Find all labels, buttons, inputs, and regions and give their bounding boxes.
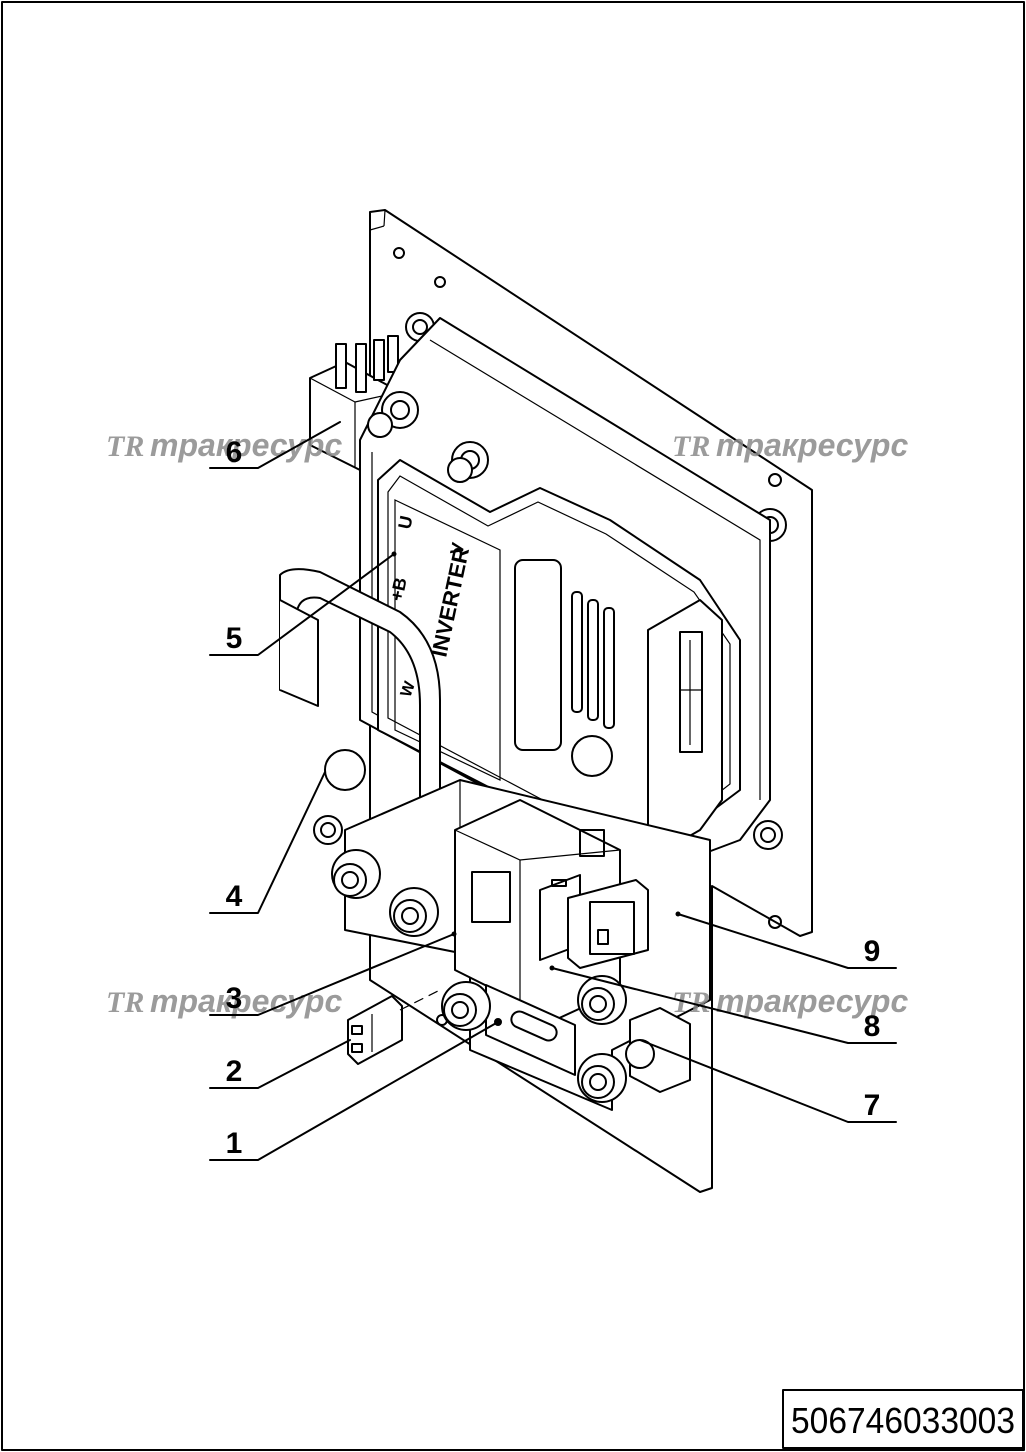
watermark-bottom-left: TR тракресурс — [106, 983, 342, 1019]
fuse-holder-right — [567, 879, 649, 969]
callout-7: 7 — [639, 1039, 897, 1123]
callout-5: 5 — [209, 551, 397, 656]
watermark-logo: TR — [106, 986, 144, 1019]
lower-terminal-block — [629, 1007, 691, 1093]
nut-contactor-left — [441, 981, 491, 1031]
nut-contactor-right — [577, 975, 627, 1025]
watermark-bottom-right: TR тракресурс — [672, 983, 908, 1019]
callout-1: 1 — [209, 1019, 501, 1161]
nut-item-4 — [313, 749, 366, 845]
callout-8: 8 — [549, 965, 897, 1044]
callout-number: 2 — [226, 1055, 243, 1088]
callout-number: 1 — [226, 1127, 243, 1160]
watermark-text: тракресурс — [150, 983, 342, 1019]
terminal-label-u: U — [394, 514, 416, 531]
callout-number: 3 — [226, 982, 243, 1015]
callout-6: 6 — [209, 421, 341, 469]
terminal-label-w: W — [398, 679, 419, 700]
callout-2: 2 — [209, 1039, 351, 1089]
terminal-label-b: +B — [386, 576, 410, 603]
callout-number: 9 — [864, 935, 881, 968]
callout-4: 4 — [209, 771, 326, 914]
mount-bolt-lower-right — [753, 820, 783, 850]
watermark-top-left: TR тракресурс — [106, 427, 342, 463]
nut-lower-right — [577, 1053, 627, 1103]
watermark-text: тракресурс — [716, 427, 908, 463]
callout-number: 6 — [226, 436, 243, 469]
title-block: 506746033003 — [782, 1389, 1024, 1449]
blade-fuse — [347, 989, 441, 1065]
watermark-logo: TR — [672, 430, 710, 463]
inverter-cover — [367, 391, 741, 861]
callout-number: 5 — [226, 622, 243, 655]
nut-lower-left — [331, 849, 381, 899]
watermark-top-right: TR тракресурс — [672, 427, 908, 463]
watermark-text: тракресурс — [716, 983, 908, 1019]
terminal-label-v: V — [446, 541, 468, 557]
callout-3: 3 — [209, 931, 457, 1016]
callout-number: 7 — [864, 1089, 881, 1122]
callout-number: 4 — [226, 880, 243, 913]
callout-number: 8 — [864, 1010, 881, 1043]
nut-busbar — [389, 887, 439, 937]
watermark-logo: TR — [106, 430, 144, 463]
callout-9: 9 — [675, 911, 897, 969]
watermark-text: тракресурс — [150, 427, 342, 463]
document-number: 506746033003 — [791, 1400, 1015, 1441]
